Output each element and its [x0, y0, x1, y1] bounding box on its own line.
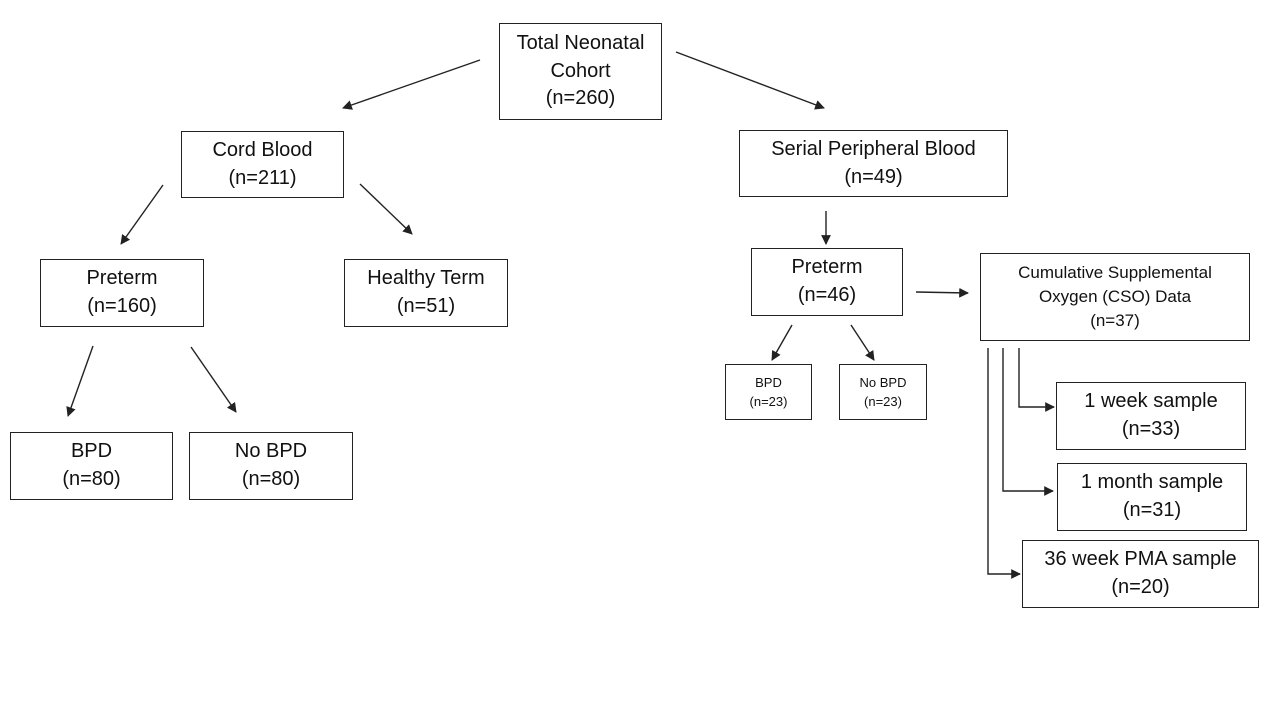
36-week-pma-sample-box: 36 week PMA sample (n=20)	[1022, 540, 1259, 608]
arrow-cord-blood-to-healthy-term	[359, 183, 413, 235]
cord-blood-count: (n=211)	[228, 166, 297, 189]
serial-preterm-title: Preterm	[791, 256, 863, 279]
one-week-sample-title: 1 week sample	[1084, 390, 1218, 413]
one-week-sample-count: (n=33)	[1121, 418, 1181, 440]
healthy-term-box: Healthy Term (n=51)	[344, 259, 508, 327]
serial-no-bpd-count: (n=23)	[864, 394, 902, 409]
arrow-cord-preterm-to-bpd	[66, 345, 94, 417]
arrow-total-to-serial-blood	[675, 51, 825, 110]
cso-data-box: Cumulative Supplemental Oxygen (CSO) Dat…	[980, 253, 1250, 341]
cord-preterm-title: Preterm	[86, 267, 158, 290]
serial-no-bpd-title: No BPD	[859, 374, 907, 390]
36-week-pma-sample-title: 36 week PMA sample	[1044, 548, 1237, 571]
serial-bpd-count: (n=23)	[749, 394, 788, 409]
serial-bpd-box: BPD (n=23)	[725, 364, 812, 420]
serial-peripheral-blood-count: (n=49)	[844, 165, 903, 188]
arrow-cso-to-1-month	[1002, 348, 1054, 496]
total-cohort-line2: Cohort	[550, 59, 611, 82]
cso-data-count: (n=37)	[1090, 311, 1140, 331]
cord-no-bpd-box: No BPD (n=80)	[189, 432, 353, 500]
arrow-cso-to-1-week	[1018, 348, 1055, 412]
cord-no-bpd-title: No BPD	[234, 440, 308, 463]
cord-preterm-count: (n=160)	[87, 295, 157, 317]
one-month-sample-box: 1 month sample (n=31)	[1057, 463, 1247, 531]
cord-blood-title: Cord Blood	[212, 138, 313, 161]
arrow-cord-blood-to-preterm	[120, 184, 164, 245]
serial-preterm-box: Preterm (n=46)	[751, 248, 903, 316]
arrow-cord-preterm-to-no-bpd	[190, 346, 237, 413]
serial-bpd-title: BPD	[755, 374, 782, 390]
arrow-serial-preterm-to-bpd	[771, 324, 793, 361]
arrow-cso-to-36-week-pma	[987, 348, 1021, 579]
serial-no-bpd-box: No BPD (n=23)	[839, 364, 927, 420]
cord-preterm-box: Preterm (n=160)	[40, 259, 204, 327]
total-cohort-box: Total Neonatal Cohort (n=260)	[499, 23, 662, 120]
cord-bpd-count: (n=80)	[62, 468, 121, 490]
arrow-serial-preterm-to-cso	[915, 287, 969, 298]
36-week-pma-sample-count: (n=20)	[1111, 576, 1170, 598]
healthy-term-title: Healthy Term	[367, 267, 485, 290]
arrow-serial-preterm-to-no-bpd	[850, 324, 875, 361]
cso-data-line2: Oxygen (CSO) Data	[1038, 286, 1192, 306]
one-month-sample-count: (n=31)	[1122, 499, 1182, 521]
cord-bpd-box: BPD (n=80)	[10, 432, 173, 500]
total-cohort-count: (n=260)	[545, 87, 616, 110]
serial-peripheral-blood-box: Serial Peripheral Blood (n=49)	[739, 130, 1008, 197]
healthy-term-count: (n=51)	[396, 295, 456, 317]
one-week-sample-box: 1 week sample (n=33)	[1056, 382, 1246, 450]
serial-peripheral-blood-title: Serial Peripheral Blood	[771, 137, 976, 160]
cord-no-bpd-count: (n=80)	[241, 468, 301, 490]
cord-blood-box: Cord Blood (n=211)	[181, 131, 344, 198]
cord-bpd-title: BPD	[70, 440, 113, 463]
serial-preterm-count: (n=46)	[797, 284, 857, 306]
one-month-sample-title: 1 month sample	[1080, 471, 1224, 494]
total-cohort-line1: Total Neonatal	[516, 32, 645, 55]
cso-data-line1: Cumulative Supplemental	[1018, 262, 1212, 282]
arrow-total-to-cord-blood	[342, 59, 481, 110]
